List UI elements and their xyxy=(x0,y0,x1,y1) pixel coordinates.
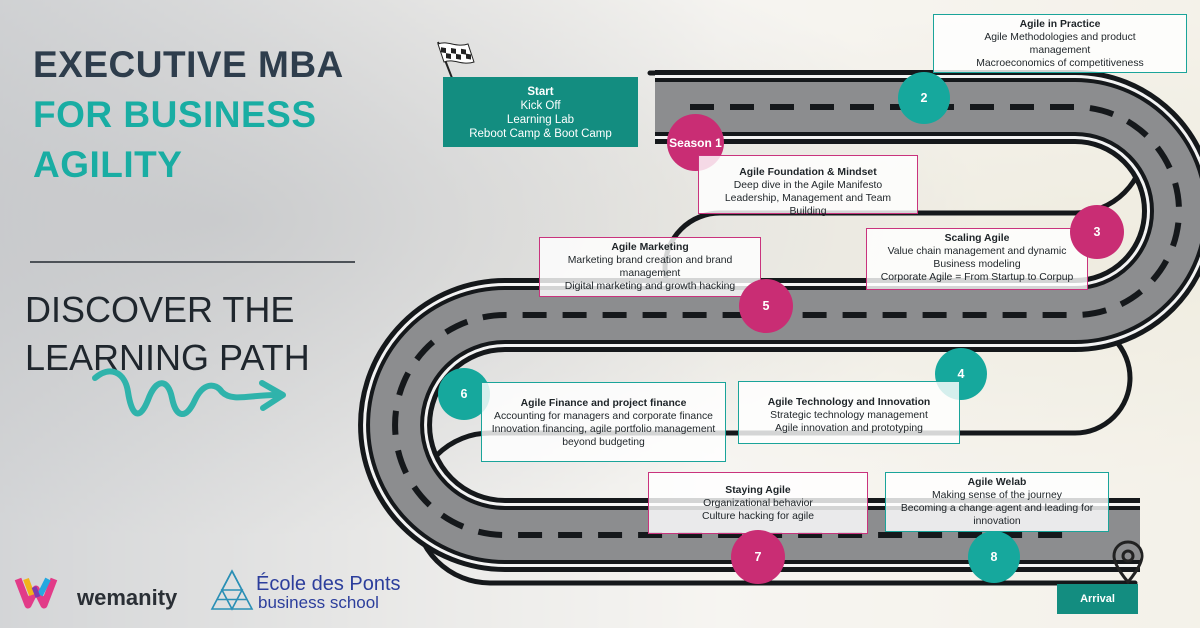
wemanity-wordmark: wemanity xyxy=(77,585,178,610)
milestone-box-7: Staying Agile Organizational behavior Cu… xyxy=(648,472,868,534)
milestone-box-2: Agile in Practice Agile Methodologies an… xyxy=(933,14,1187,73)
milestone-box-8: Agile Welab Making sense of the journey … xyxy=(885,472,1109,532)
milestone-box-1: Agile Foundation & Mindset Deep dive in … xyxy=(698,155,918,217)
title-line-3: AGILITY xyxy=(33,144,183,185)
divider xyxy=(30,261,355,263)
ecole-des-ponts-subtitle: business school xyxy=(258,593,379,612)
ecole-des-ponts-name: École des Ponts xyxy=(256,573,401,595)
title-line-2: FOR BUSINESS xyxy=(33,94,317,135)
milestone-number-2: 2 xyxy=(898,72,950,124)
season-badge: Season 1 xyxy=(667,114,724,171)
milestone-number-3: 3 xyxy=(1070,205,1124,259)
milestone-box-5: Agile Marketing Marketing brand creation… xyxy=(539,237,761,297)
milestone-box-4: Agile Technology and Innovation Strategi… xyxy=(738,381,960,444)
milestone-box-6: Agile Finance and project finance Accoun… xyxy=(481,382,726,462)
milestone-number-5: 5 xyxy=(739,279,793,333)
subtitle-line-1: DISCOVER THE xyxy=(25,289,295,330)
milestone-number-8: 8 xyxy=(968,531,1020,583)
arrival-label: Arrival xyxy=(1057,584,1138,614)
milestone-number-7: 7 xyxy=(731,530,785,584)
start-box: Start Kick Off Learning Lab Reboot Camp … xyxy=(443,77,638,147)
location-pin-icon xyxy=(1112,540,1144,585)
title-line-1: EXECUTIVE MBA xyxy=(33,44,344,85)
wemanity-logo-icon xyxy=(14,577,58,609)
subtitle-line-2: LEARNING PATH xyxy=(25,337,310,378)
checkered-flag-icon xyxy=(437,41,475,79)
milestone-box-3: Scaling Agile Value chain management and… xyxy=(866,228,1088,290)
curly-arrow-icon xyxy=(92,368,278,417)
ecole-des-ponts-logo-icon xyxy=(210,569,254,611)
